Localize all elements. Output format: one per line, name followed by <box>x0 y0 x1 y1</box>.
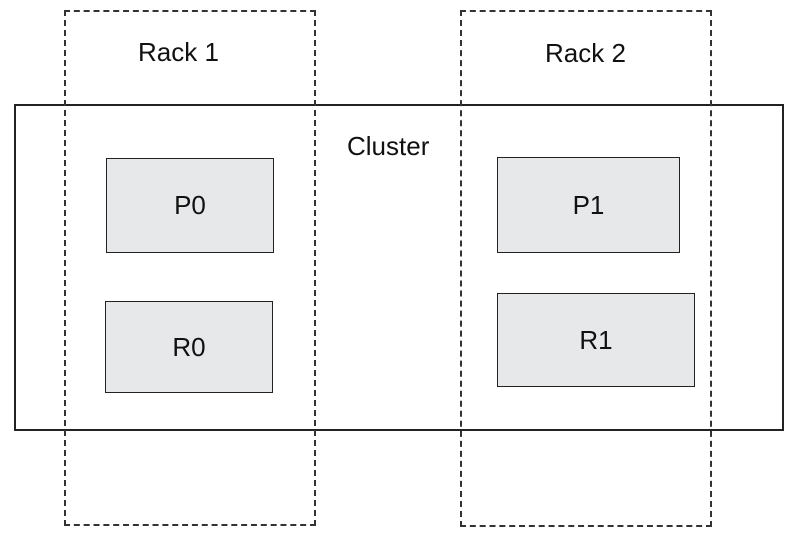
cluster-box <box>14 104 784 431</box>
cluster-label: Cluster <box>347 131 430 161</box>
node-r0: R0 <box>105 301 273 393</box>
rack-2-box <box>460 10 712 527</box>
node-r1-label: R1 <box>579 324 613 355</box>
node-p0-label: P0 <box>174 190 206 220</box>
node-r1: R1 <box>497 293 695 387</box>
rack-1-label: Rack 1 <box>138 37 219 67</box>
node-p0: P0 <box>106 158 274 253</box>
node-p1-label: P1 <box>572 189 605 220</box>
rack-2-label: Rack 2 <box>545 38 626 68</box>
rack-1-box <box>64 10 316 526</box>
node-p1: P1 <box>497 157 680 253</box>
node-r0-label: R0 <box>172 331 206 362</box>
